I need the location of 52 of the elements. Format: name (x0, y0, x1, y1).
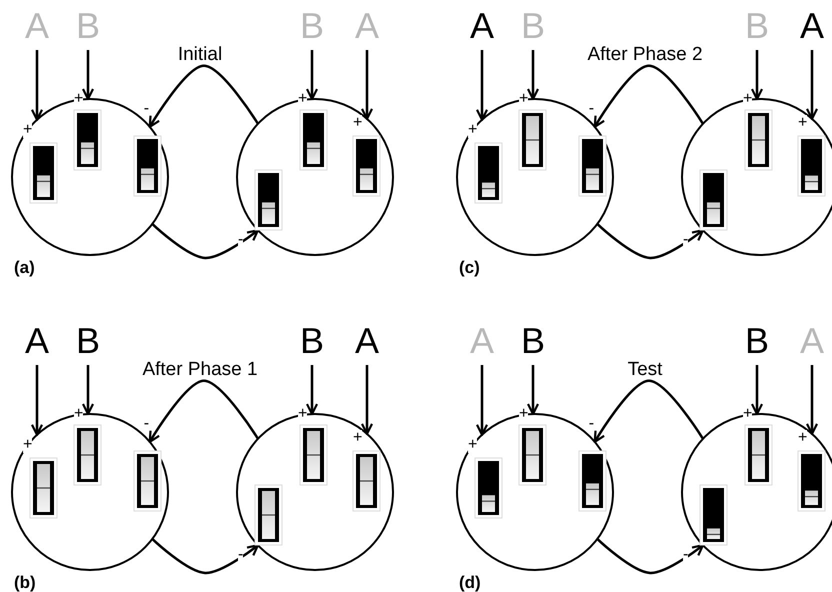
edge-label: + (23, 122, 32, 138)
input-letter: B (513, 6, 553, 46)
arrow (148, 380, 260, 443)
input-letter: B (737, 321, 777, 361)
arrow (151, 223, 260, 260)
arrow (596, 223, 704, 260)
input-letter: A (462, 6, 502, 46)
edge-label: + (468, 122, 478, 138)
arrow (30, 365, 44, 436)
input-letter: B (737, 6, 777, 46)
panel-label: (a) (14, 258, 35, 278)
panel-title: Initial (178, 44, 222, 66)
arrow (306, 365, 318, 416)
input-letter: A (17, 321, 57, 361)
arrow (750, 50, 764, 100)
panel-title: After Phase 1 (142, 359, 258, 381)
panel-label: (d) (459, 573, 481, 592)
panel-title: Test (628, 359, 662, 381)
edge-label: + (468, 436, 478, 453)
panel-label: (c) (459, 258, 480, 278)
arrow (148, 64, 260, 128)
arrow (82, 50, 94, 100)
arrow (151, 538, 260, 574)
arrow (806, 365, 818, 435)
panel-label: (b) (14, 573, 36, 592)
input-letter: B (513, 321, 553, 361)
edge-label: + (23, 436, 32, 453)
arrow (526, 50, 540, 100)
arrow (594, 64, 704, 128)
arrow (596, 538, 704, 574)
input-letter: B (68, 6, 108, 46)
input-letter: A (792, 321, 832, 361)
arrow (806, 50, 818, 120)
arrow (360, 365, 374, 435)
arrow (750, 365, 764, 416)
panel-title: After Phase 2 (587, 44, 703, 66)
arrow (360, 50, 374, 120)
input-letter: A (347, 321, 387, 361)
arrow (306, 50, 318, 100)
arrow (82, 365, 94, 416)
input-letter: B (292, 321, 332, 361)
input-letter: A (17, 6, 57, 46)
input-letter: A (347, 6, 387, 46)
arrow (476, 365, 488, 436)
input-letter: B (68, 321, 108, 361)
input-letter: A (792, 6, 832, 46)
arrow (476, 50, 488, 121)
arrow (30, 50, 44, 121)
input-letter: B (292, 6, 332, 46)
arrow (594, 380, 704, 443)
input-letter: A (462, 321, 502, 361)
arrow (526, 365, 540, 416)
